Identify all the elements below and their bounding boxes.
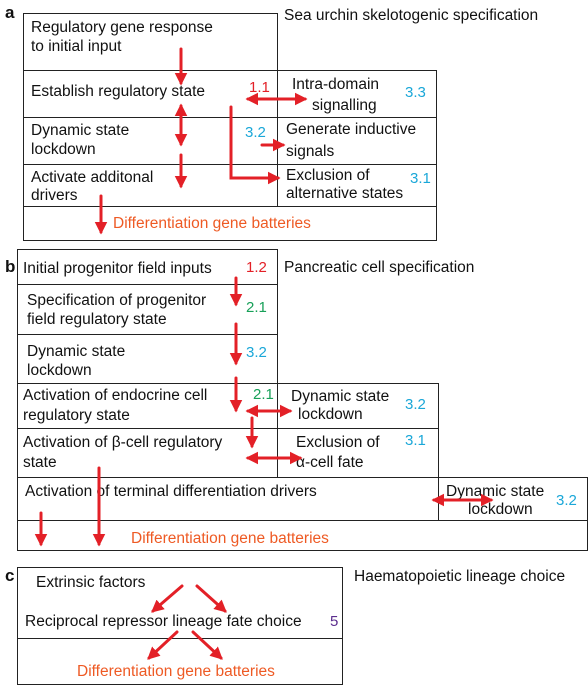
- b-term-lockdown-ref: 3.2: [556, 492, 577, 509]
- b-initial-inputs-label: Initial progenitor field inputs: [23, 260, 212, 277]
- a-batteries-label: Differentiation gene batteries: [113, 215, 311, 232]
- panel-title-c: Haematopoietic lineage choice: [354, 568, 566, 585]
- a-intra-domain-line2: signalling: [312, 97, 377, 114]
- b-spec-line2: field regulatory state: [27, 311, 167, 328]
- c-arrow-choice-left: [147, 630, 179, 660]
- b-endo-lockdown-line2: lockdown: [298, 406, 363, 423]
- b-exclusion-line1: Exclusion of: [296, 434, 380, 451]
- c-reciprocal-label: Reciprocal repressor lineage fate choice: [25, 613, 302, 630]
- c-arrow-extrinsic-left: [151, 584, 184, 613]
- a-intra-domain-ref: 3.3: [405, 84, 426, 101]
- panel-label-c: c: [5, 566, 15, 585]
- c-arrow-choice-right: [191, 630, 223, 660]
- b-beta-line1: Activation of β-cell regulatory: [23, 434, 223, 451]
- a-lockdown-ref: 3.2: [245, 124, 266, 141]
- b-lockdown-ref: 3.2: [246, 344, 267, 361]
- c-box-extrinsic: [17, 567, 343, 598]
- panel-title-b: Pancreatic cell specification: [284, 259, 475, 276]
- b-lockdown-line1: Dynamic state: [27, 343, 126, 360]
- b-endocrine-line2: regulatory state: [23, 407, 130, 424]
- b-endo-lockdown-line1: Dynamic state: [291, 388, 390, 405]
- b-initial-ref: 1.2: [246, 259, 267, 276]
- a-activate-line2: drivers: [31, 187, 78, 204]
- c-extrinsic-label: Extrinsic factors: [36, 574, 146, 591]
- b-exclusion-line2: α-cell fate: [296, 454, 364, 471]
- a-divider: [277, 70, 279, 207]
- a-exclusion-line1: Exclusion of: [286, 167, 370, 184]
- a-inductive-line2: signals: [286, 143, 335, 160]
- panel-label-b: b: [5, 257, 16, 276]
- b-endocrine-line1: Activation of endocrine cell: [23, 387, 208, 404]
- a-lockdown-line2: lockdown: [31, 141, 96, 158]
- panel-label-a: a: [5, 3, 15, 22]
- b-divider-mid: [277, 383, 279, 478]
- b-endo-lockdown-ref: 3.2: [405, 396, 426, 413]
- b-exclusion-ref: 3.1: [405, 432, 426, 449]
- b-beta-line2: state: [23, 454, 57, 471]
- a-inductive-line1: Generate inductive: [286, 121, 417, 138]
- a-arrow-exclusion: [229, 105, 281, 185]
- b-spec-line1: Specification of progenitor: [27, 292, 207, 309]
- c-arrow-extrinsic-right: [195, 584, 227, 613]
- b-spec-ref: 2.1: [246, 299, 267, 316]
- a-box-batteries: [23, 206, 437, 241]
- b-batteries-label: Differentiation gene batteries: [131, 530, 329, 547]
- a-lockdown-line1: Dynamic state: [31, 122, 130, 139]
- a-exclusion-line2: alternative states: [286, 185, 404, 202]
- a-regulatory-response-line1: Regulatory gene response: [31, 19, 213, 36]
- a-establish-state-label: Establish regulatory state: [31, 83, 206, 100]
- b-endocrine-ref: 2.1: [253, 386, 274, 403]
- a-intra-domain-line1: Intra-domain: [292, 76, 380, 93]
- a-activate-line1: Activate additonal: [31, 169, 154, 186]
- panel-title-a: Sea urchin skelotogenic specification: [284, 7, 539, 24]
- a-regulatory-response-line2: to initial input: [31, 38, 122, 55]
- b-lockdown-line2: lockdown: [27, 362, 92, 379]
- a-establish-ref: 1.1: [249, 79, 270, 96]
- c-batteries-label: Differentiation gene batteries: [77, 663, 275, 680]
- a-exclusion-ref: 3.1: [410, 170, 431, 187]
- c-reciprocal-ref: 5: [330, 613, 339, 630]
